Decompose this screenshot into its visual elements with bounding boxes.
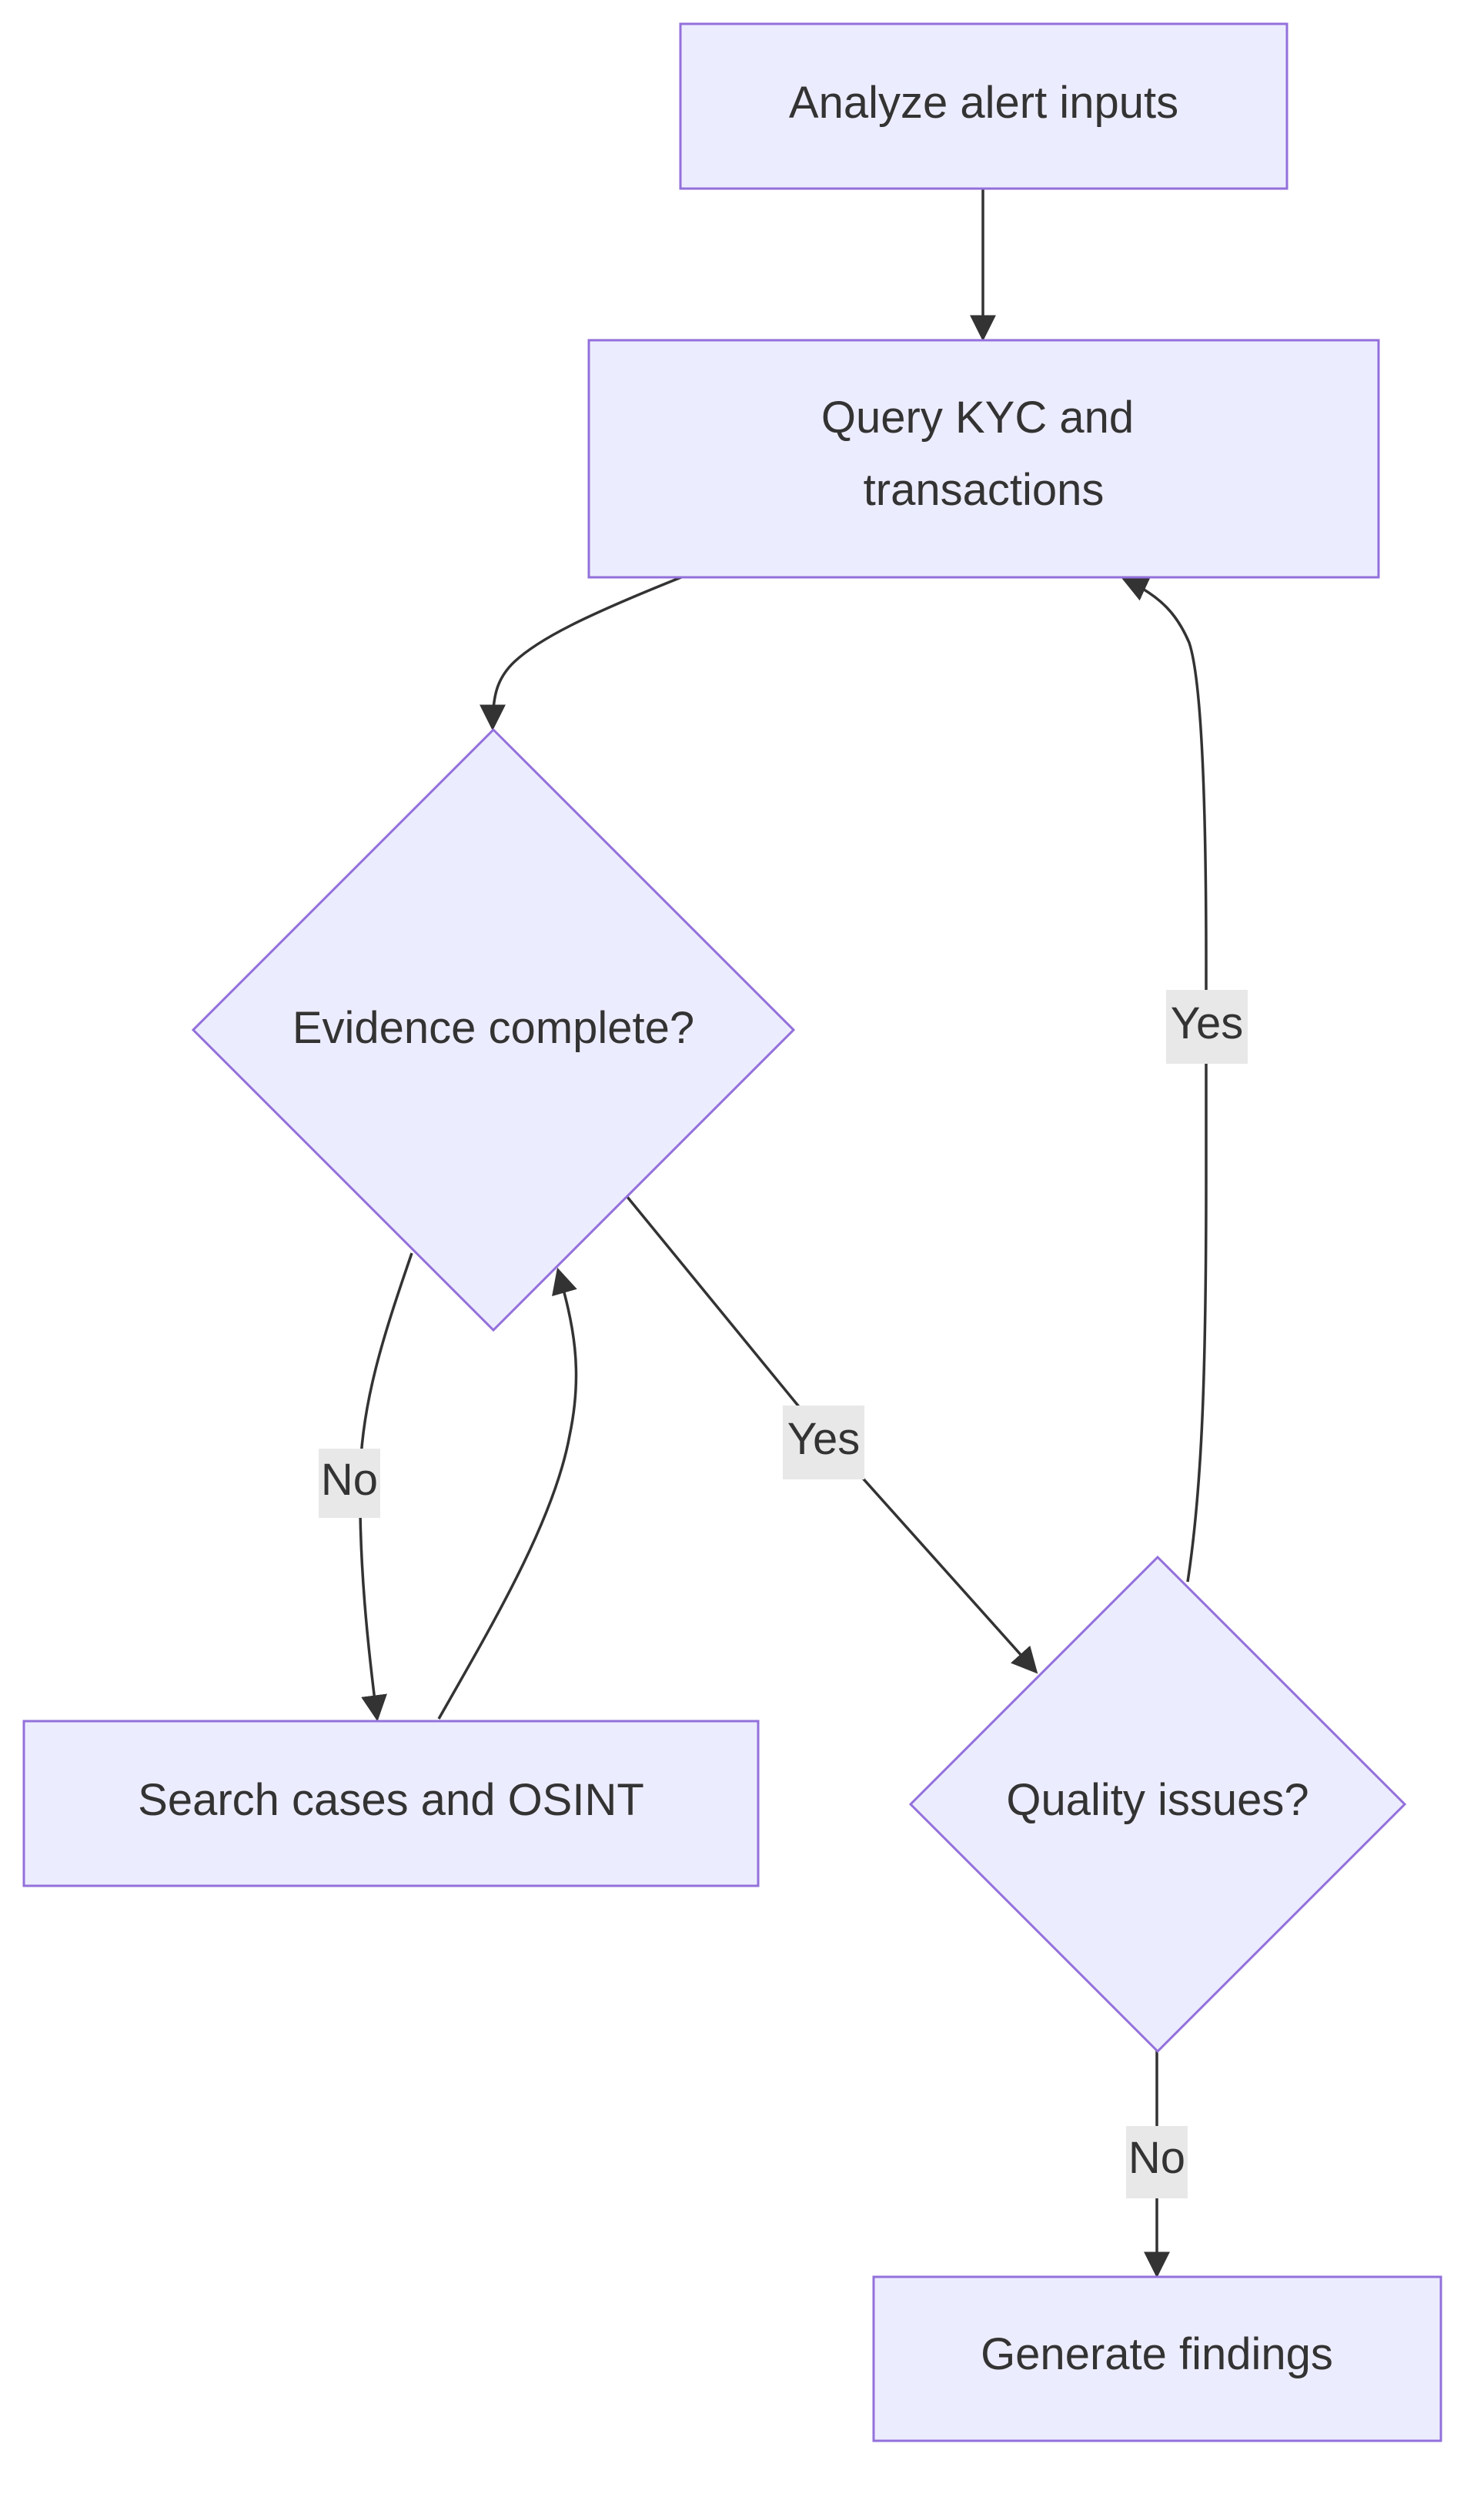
edge-label-quality-yes: Yes xyxy=(1166,990,1248,1064)
node-evidence-complete-decision: Evidence complete? xyxy=(191,727,796,1332)
node-generate-findings: Generate findings xyxy=(872,2275,1442,2442)
edge-label-quality-no: No xyxy=(1126,2126,1188,2198)
edge-quality-yes-to-query xyxy=(1121,577,1208,1583)
svg-text:Generate findings: Generate findings xyxy=(981,2329,1333,2379)
svg-text:Search cases and OSINT: Search cases and OSINT xyxy=(138,1775,644,1825)
edge-label-evidence-no: No xyxy=(319,1449,380,1518)
svg-text:Analyze alert inputs: Analyze alert inputs xyxy=(789,78,1178,128)
edge-search-to-evidence xyxy=(437,1267,578,1720)
node-quality-issues-decision: Quality issues? xyxy=(908,1555,1407,2054)
node-search-cases-osint: Search cases and OSINT xyxy=(22,1720,760,1887)
svg-text:Yes: Yes xyxy=(1171,998,1244,1048)
node-analyze-alert-inputs: Analyze alert inputs xyxy=(679,22,1288,190)
svg-text:Quality issues?: Quality issues? xyxy=(1006,1775,1309,1825)
edge-labels: No Yes Yes No xyxy=(319,990,1248,2198)
svg-text:transactions: transactions xyxy=(864,465,1105,515)
edge-label-evidence-yes: Yes xyxy=(783,1406,864,1479)
svg-text:Evidence complete?: Evidence complete? xyxy=(292,1003,694,1053)
svg-text:No: No xyxy=(1128,2133,1185,2183)
edge-query-to-evidence xyxy=(480,576,682,731)
svg-text:Query KYC and: Query KYC and xyxy=(821,393,1134,443)
nodes: Analyze alert inputs Query KYC and trans… xyxy=(22,22,1442,2442)
node-query-kyc-transactions: Query KYC and transactions xyxy=(587,339,1380,579)
svg-text:No: No xyxy=(321,1455,378,1505)
svg-text:Yes: Yes xyxy=(787,1414,861,1464)
